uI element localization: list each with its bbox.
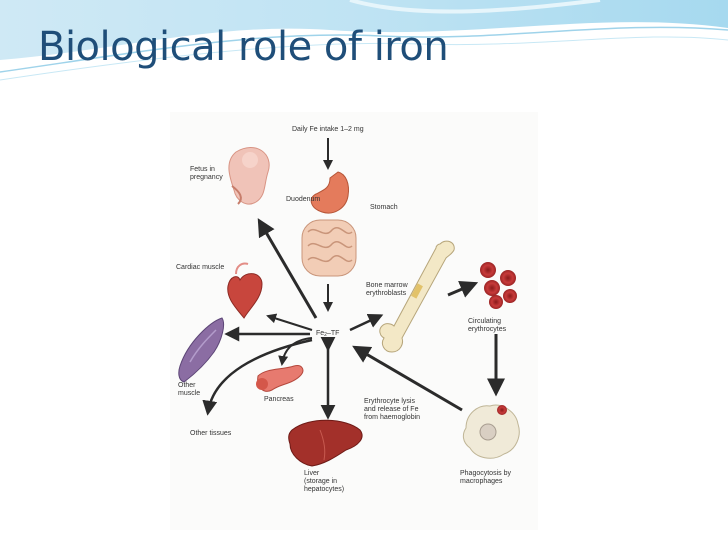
fe-to-heart-arrow <box>266 313 313 331</box>
macrophage-to-fe-arrow <box>352 345 463 412</box>
fe-to-other-tissues-arrow <box>202 338 313 416</box>
fe-tf-label: Fe2–TF <box>316 330 340 338</box>
fetus-label: Fetus in pregnancy <box>190 166 223 181</box>
muscle-icon <box>178 317 225 383</box>
cardiac-muscle-label: Cardiac muscle <box>176 264 225 271</box>
duodenum-label: Duodenum <box>286 196 321 203</box>
liver-icon <box>288 419 363 467</box>
bone-marrow-label: Bone marrow erythroblasts <box>366 282 408 297</box>
fe-to-bone-marrow-arrow <box>349 313 384 332</box>
macrophage-icon <box>462 404 520 459</box>
pancreas-icon <box>256 365 304 392</box>
phagocytosis-label: Phagocytosis by macrophages <box>460 470 511 485</box>
liver-label: Liver (storage in hepatocytes) <box>304 470 345 493</box>
heart-icon <box>227 262 263 319</box>
circulating-erythrocytes-label: Circulating erythrocytes <box>468 318 507 333</box>
title-banner <box>0 0 728 81</box>
stomach-label: Stomach <box>370 204 398 211</box>
erythrocyte-lysis-label: Erythrocyte lysis and release of Fe from… <box>364 398 421 421</box>
bone-icon <box>379 240 455 353</box>
diagram-canvas <box>178 138 520 467</box>
erythrocyte-icon <box>480 262 517 309</box>
pancreas-label: Pancreas <box>264 396 294 403</box>
bone-to-rbc-arrow <box>447 280 479 298</box>
intestine-icon <box>301 219 357 277</box>
stomach-icon <box>310 171 349 214</box>
other-tissues-label: Other tissues <box>190 430 232 437</box>
other-muscle-label: Other muscle <box>178 382 201 397</box>
fe-to-fetus-arrow <box>257 218 318 319</box>
iron-cycle-diagram: Daily Fe intake 1–2 mg Fetus in pregnanc… <box>170 112 538 530</box>
fetus-icon <box>228 147 270 205</box>
slide-title: Biological role of iron <box>38 24 449 70</box>
intake-label: Daily Fe intake 1–2 mg <box>292 126 364 133</box>
